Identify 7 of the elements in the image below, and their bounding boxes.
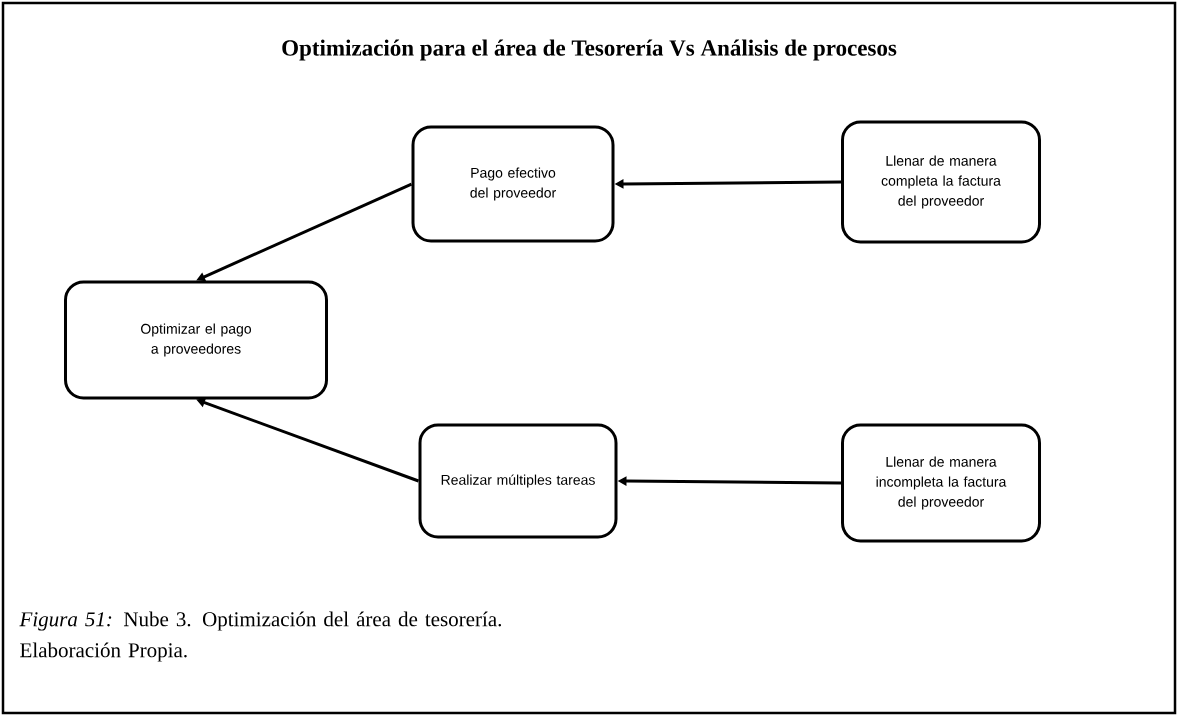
process-box: Realizar múltiples tareas (418, 423, 618, 539)
process-box: Llenar de manera completa la factura del proveedor (841, 120, 1041, 244)
process-box: Optimizar el pago a proveedores (64, 280, 328, 400)
title: Optimización para el área de Tesorería Vs Análisis de procesos (282, 39, 897, 61)
caption: Figura 51: Nube 3. Optimización del área de tesorería. Elaboración Propia. (19, 611, 501, 662)
process-box: Pago efectivo del proveedor (411, 125, 615, 243)
process-box: Llenar de manera incompleta la factura del proveedor (841, 423, 1041, 543)
